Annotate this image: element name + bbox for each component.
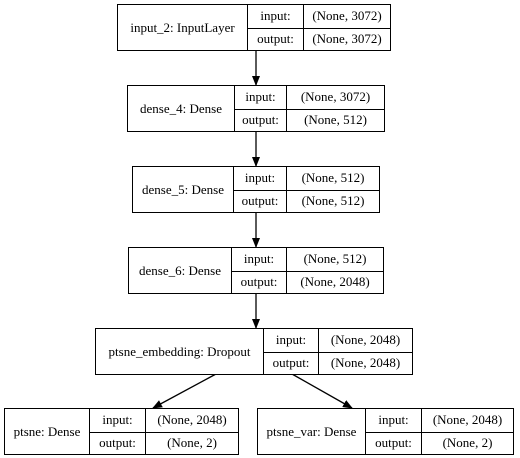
output-shape: (None, 2048) xyxy=(330,355,401,371)
input-shape: (None, 2048) xyxy=(432,412,503,428)
layer-io: input: (None, 3072) output: (None, 512) xyxy=(235,86,384,131)
input-label: input: xyxy=(366,409,422,432)
output-shape: (None, 512) xyxy=(304,112,367,128)
output-label: output: xyxy=(264,352,319,374)
output-shape: (None, 512) xyxy=(301,193,365,209)
input-shape: (None, 512) xyxy=(303,251,367,267)
output-label: output: xyxy=(90,432,146,454)
layer-node-dense_5: dense_5: Dense input: (None, 512) output… xyxy=(132,166,380,213)
input-shape: (None, 2048) xyxy=(330,332,401,348)
output-shape: (None, 2048) xyxy=(300,274,370,290)
layer-name: ptsne_embedding: Dropout xyxy=(96,329,264,374)
layer-node-dense_6: dense_6: Dense input: (None, 512) output… xyxy=(128,247,384,294)
layer-node-dense_4: dense_4: Dense input: (None, 3072) outpu… xyxy=(127,85,385,132)
layer-node-ptsne_var: ptsne_var: Dense input: (None, 2048) out… xyxy=(257,408,514,455)
output-label: output: xyxy=(235,109,287,131)
input-row: input: (None, 2048) xyxy=(264,329,412,352)
output-row: output: (None, 2) xyxy=(366,431,513,454)
input-row: input: (None, 3072) xyxy=(248,5,390,28)
layer-io: input: (None, 3072) output: (None, 3072) xyxy=(248,5,390,50)
layer-io: input: (None, 2048) output: (None, 2048) xyxy=(264,329,412,374)
edge-ptsne_embedding-to-ptsne_var xyxy=(291,373,353,409)
output-label: output: xyxy=(232,271,287,293)
layer-node-input_2: input_2: InputLayer input: (None, 3072) … xyxy=(117,4,391,51)
output-row: output: (None, 2048) xyxy=(264,351,412,374)
output-shape: (None, 2) xyxy=(442,435,493,451)
layer-name: dense_5: Dense xyxy=(133,167,234,212)
layer-name: dense_6: Dense xyxy=(129,248,232,293)
input-label: input: xyxy=(235,86,287,109)
output-row: output: (None, 2) xyxy=(90,431,238,454)
output-row: output: (None, 512) xyxy=(234,189,379,212)
input-label: input: xyxy=(264,329,319,352)
output-label: output: xyxy=(366,432,422,454)
input-label: input: xyxy=(232,248,287,271)
layer-name: ptsne_var: Dense xyxy=(258,409,366,454)
layer-name: input_2: InputLayer xyxy=(118,5,248,50)
layer-node-ptsne_embedding: ptsne_embedding: Dropout input: (None, 2… xyxy=(95,328,413,375)
layer-node-ptsne: ptsne: Dense input: (None, 2048) output:… xyxy=(4,408,239,455)
input-label: input: xyxy=(90,409,146,432)
layer-io: input: (None, 2048) output: (None, 2) xyxy=(366,409,513,454)
input-row: input: (None, 3072) xyxy=(235,86,384,109)
input-shape: (None, 2048) xyxy=(157,412,227,428)
input-label: input: xyxy=(234,167,287,190)
edge-ptsne_embedding-to-ptsne xyxy=(152,373,217,409)
input-shape: (None, 3072) xyxy=(312,8,382,24)
layer-io: input: (None, 512) output: (None, 512) xyxy=(234,167,379,212)
input-row: input: (None, 2048) xyxy=(90,409,238,432)
input-row: input: (None, 2048) xyxy=(366,409,513,432)
layer-name: dense_4: Dense xyxy=(128,86,235,131)
output-shape: (None, 2) xyxy=(167,435,217,451)
output-shape: (None, 3072) xyxy=(312,31,382,47)
input-row: input: (None, 512) xyxy=(234,167,379,190)
input-shape: (None, 3072) xyxy=(300,89,371,105)
input-shape: (None, 512) xyxy=(301,170,365,186)
layer-name: ptsne: Dense xyxy=(5,409,90,454)
input-row: input: (None, 512) xyxy=(232,248,383,271)
output-row: output: (None, 2048) xyxy=(232,270,383,293)
input-label: input: xyxy=(248,5,304,28)
layer-io: input: (None, 512) output: (None, 2048) xyxy=(232,248,383,293)
output-row: output: (None, 3072) xyxy=(248,27,390,50)
output-label: output: xyxy=(248,28,304,50)
output-row: output: (None, 512) xyxy=(235,108,384,131)
output-label: output: xyxy=(234,190,287,212)
layer-io: input: (None, 2048) output: (None, 2) xyxy=(90,409,238,454)
